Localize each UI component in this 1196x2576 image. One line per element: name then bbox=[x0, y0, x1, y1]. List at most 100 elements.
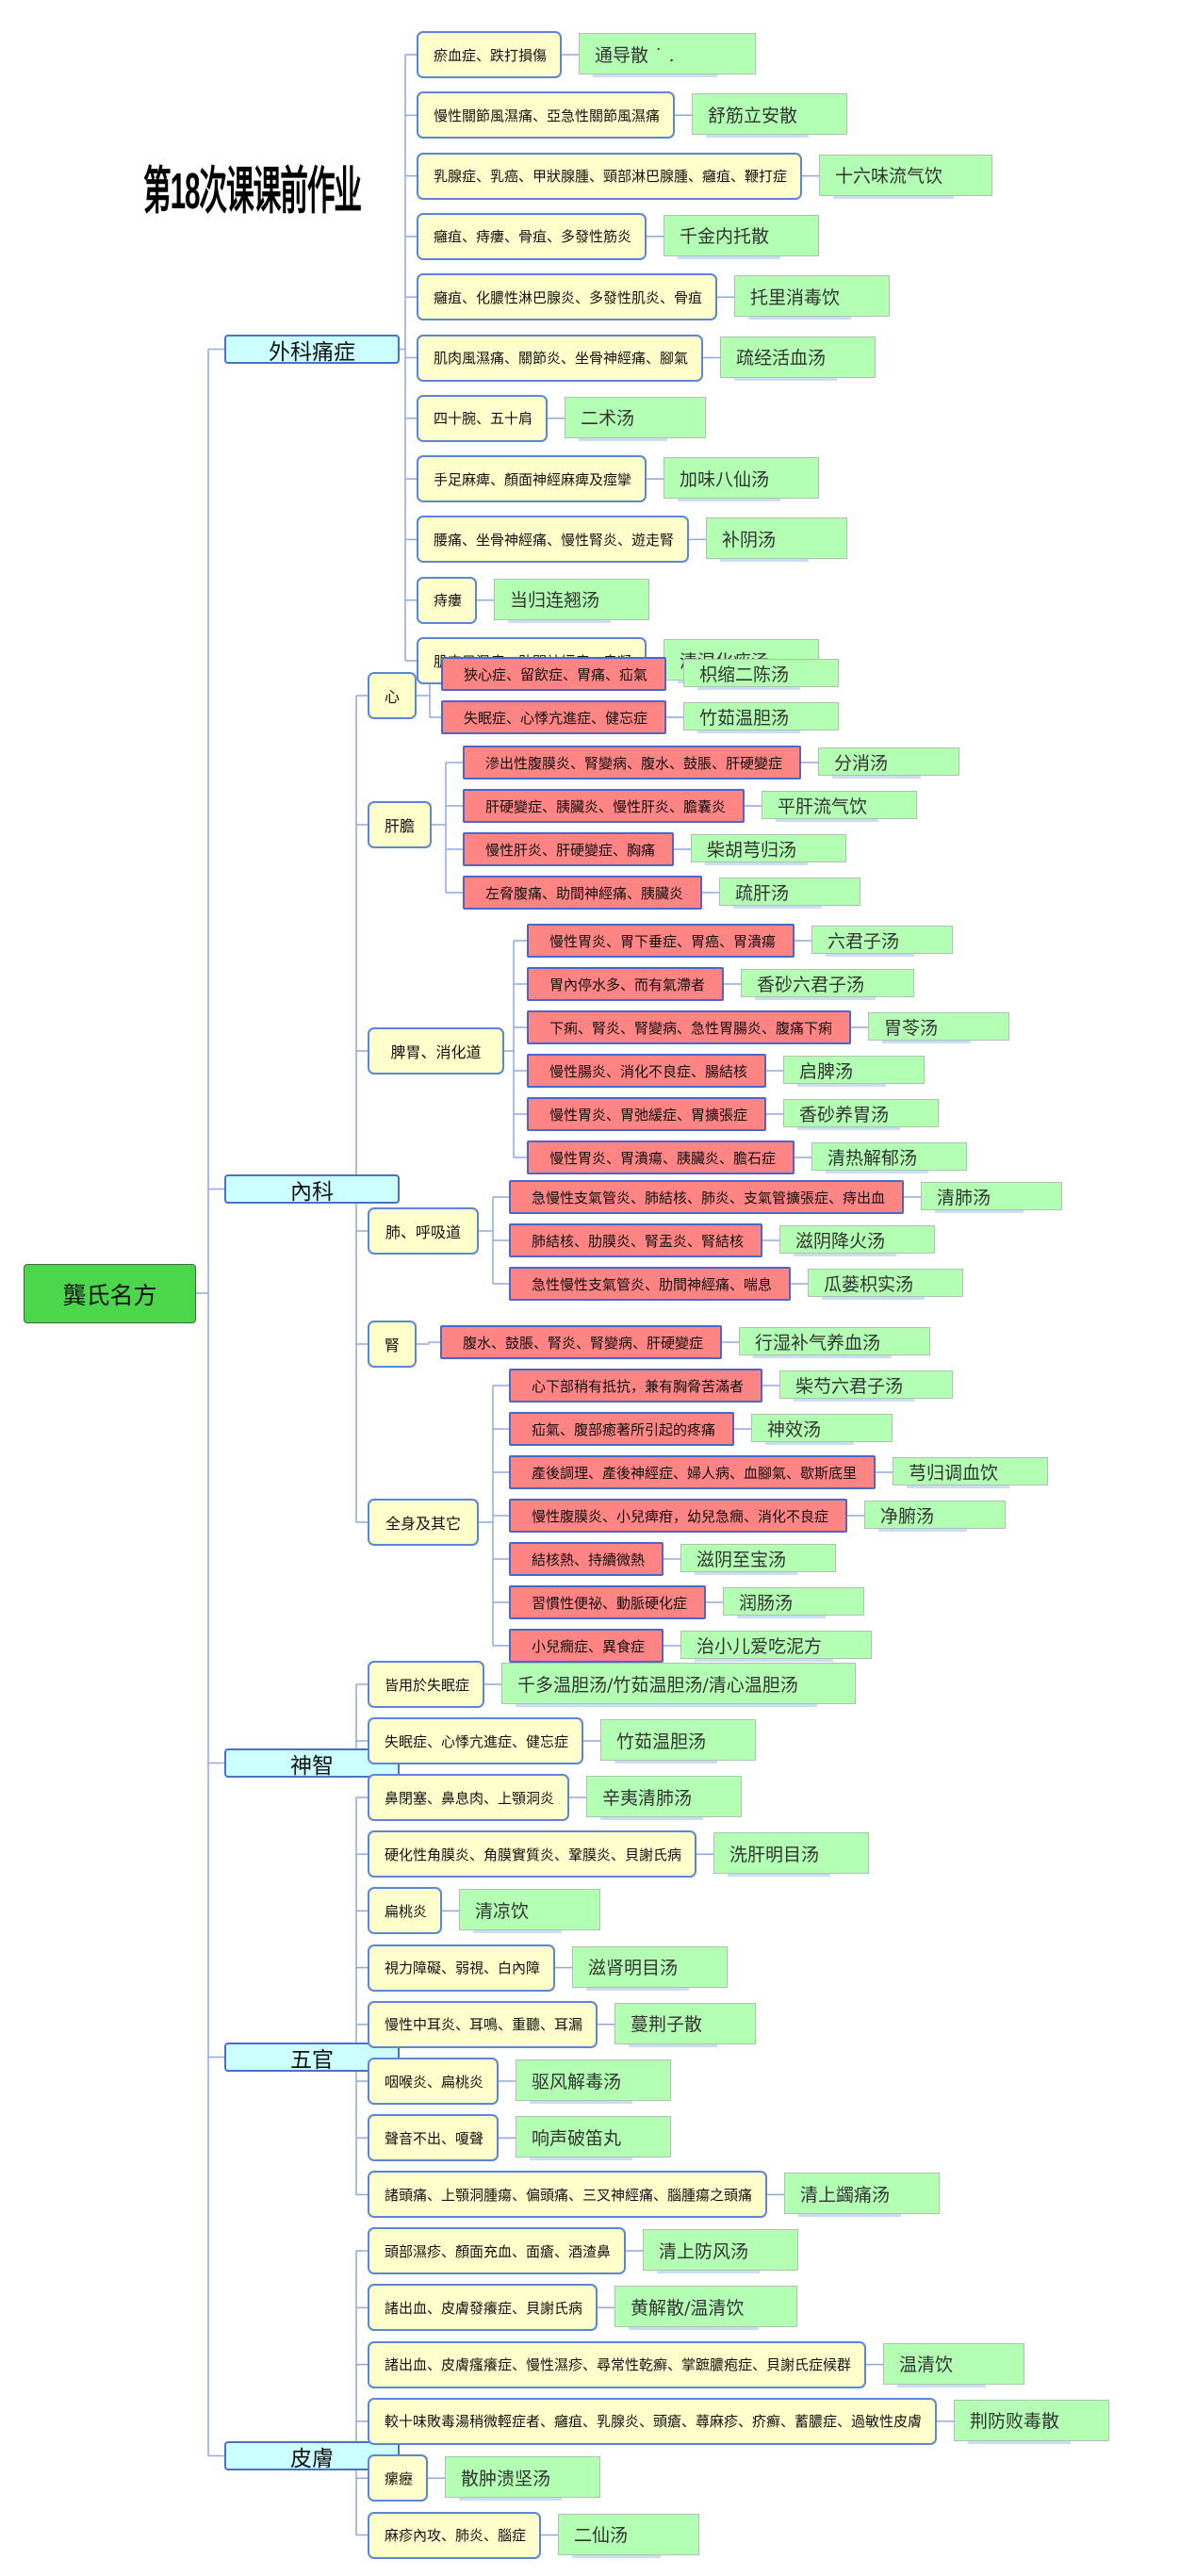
formula-node[interactable]: 洗肝明目汤 bbox=[713, 1832, 869, 1878]
formula-node[interactable]: 响声破笛丸 bbox=[516, 2116, 671, 2161]
symptom-node-highlight[interactable]: 左脅腹痛、助間神經痛、胰臟炎 bbox=[463, 876, 702, 910]
formula-node[interactable]: 驱风解毒汤 bbox=[516, 2059, 671, 2104]
symptom-node-highlight[interactable]: 滲出性腹膜炎、腎變病、腹水、鼓脹、肝硬變症 bbox=[463, 746, 801, 779]
symptom-node[interactable]: 瘰癧 bbox=[368, 2454, 428, 2502]
symptom-node[interactable]: 腰痛、坐骨神經痛、慢性腎炎、遊走腎 bbox=[417, 516, 689, 564]
symptom-node[interactable]: 慢性關節風濕痛、亞急性關節風濕痛 bbox=[417, 91, 675, 139]
formula-node[interactable]: 清上蠲痛汤 bbox=[784, 2173, 940, 2218]
symptom-node[interactable]: 較十味敗毒湯稍微輕症者、癰疽、乳腺炎、頭瘡、蕁麻疹、疥癬、蓄膿症、過敏性皮膚 bbox=[368, 2397, 937, 2445]
symptom-node-highlight[interactable]: 胃內停水多、而有氣滯者 bbox=[527, 967, 724, 1001]
formula-node[interactable]: 清凉饮 bbox=[459, 1889, 600, 1934]
symptom-node-highlight[interactable]: 慢性腹膜炎、小兒痺疳，幼兒急癇、消化不良症 bbox=[509, 1499, 847, 1533]
symptom-node[interactable]: 肌肉風濕痛、關節炎、坐骨神經痛、腳氣 bbox=[417, 334, 703, 382]
symptom-node[interactable]: 痔瘻 bbox=[417, 576, 477, 624]
formula-node[interactable]: 胃苓汤 bbox=[868, 1012, 1009, 1043]
group-node[interactable]: 脾胃、消化道 bbox=[368, 1027, 504, 1075]
formula-node[interactable]: 平肝流气饮 bbox=[762, 791, 917, 822]
formula-node[interactable]: 二仙汤 bbox=[558, 2513, 699, 2558]
symptom-node[interactable]: 鼻閉塞、鼻息肉、上顎洞炎 bbox=[368, 1774, 569, 1821]
symptom-node-highlight[interactable]: 失眠症、心悸亢進症、健忘症 bbox=[441, 700, 666, 734]
formula-node[interactable]: 柴胡芎归汤 bbox=[691, 834, 846, 865]
formula-node[interactable]: 清肺汤 bbox=[921, 1182, 1062, 1213]
category-node[interactable]: 外科痛症 bbox=[224, 335, 400, 365]
formula-node[interactable]: 分消汤 bbox=[818, 747, 959, 779]
formula-node[interactable]: 枳缩二陈汤 bbox=[683, 659, 839, 690]
formula-node[interactable]: 治小儿爱吃泥方 bbox=[680, 1631, 872, 1662]
formula-node[interactable]: 神效汤 bbox=[751, 1414, 893, 1445]
group-node[interactable]: 肺、呼吸道 bbox=[368, 1207, 479, 1255]
formula-node[interactable]: 行湿补气养血汤 bbox=[739, 1327, 930, 1358]
formula-node[interactable]: 竹茹温胆汤 bbox=[683, 702, 839, 733]
formula-node[interactable]: 滋阴至宝汤 bbox=[680, 1544, 836, 1575]
symptom-node[interactable]: 手足麻痺、顏面神經麻痺及痙攣 bbox=[417, 455, 647, 503]
symptom-node-highlight[interactable]: 慢性腸炎、消化不良症、腸結核 bbox=[527, 1054, 766, 1088]
formula-node[interactable]: 清热解郁汤 bbox=[811, 1142, 967, 1173]
formula-node[interactable]: 滋肾明目汤 bbox=[572, 1945, 728, 1991]
symptom-node-highlight[interactable]: 肺結核、肋膜炎、腎盂炎、腎結核 bbox=[509, 1223, 762, 1257]
symptom-node-highlight[interactable]: 慢性胃炎、胃潰瘍、胰臟炎、膽石症 bbox=[527, 1140, 795, 1174]
symptom-node[interactable]: 硬化性角膜炎、角膜實質炎、鞏膜炎、貝謝氏病 bbox=[368, 1830, 696, 1879]
formula-node[interactable]: 散肿溃坚汤 bbox=[445, 2456, 600, 2502]
symptom-node[interactable]: 瘀血症、跌打損傷 bbox=[417, 31, 562, 78]
formula-node[interactable]: 当归连翘汤 bbox=[494, 578, 649, 623]
symptom-node[interactable]: 頭部濕疹、顏面充血、面瘡、酒渣鼻 bbox=[368, 2227, 626, 2274]
symptom-node[interactable]: 癰疽、化膿性淋巴腺炎、多發性肌炎、骨疽 bbox=[417, 273, 717, 321]
symptom-node-highlight[interactable]: 慢性肝炎、肝硬變症、胸痛 bbox=[463, 832, 674, 866]
formula-node[interactable]: 十六味流气饮 bbox=[819, 154, 992, 199]
symptom-node[interactable]: 皆用於失眠症 bbox=[368, 1661, 484, 1708]
formula-node[interactable]: 滋阴降火汤 bbox=[779, 1225, 935, 1256]
symptom-node-highlight[interactable]: 下痢、腎炎、腎變病、急性胃腸炎、腹痛下痢 bbox=[527, 1010, 851, 1044]
symptom-node[interactable]: 諸出血、皮膚瘙癢症、慢性濕疹、尋常性乾癬、掌蹠膿疱症、貝謝氏症候群 bbox=[368, 2340, 866, 2388]
symptom-node-highlight[interactable]: 急性慢性支氣管炎、肋間神經痛、喘息 bbox=[509, 1267, 791, 1301]
formula-node[interactable]: 蔓荆子散 bbox=[614, 2002, 756, 2047]
formula-node[interactable]: 瓜蒌枳实汤 bbox=[808, 1269, 963, 1300]
symptom-node[interactable]: 諸頭痛、上顎洞腫瘍、偏頭痛、三叉神經痛、腦腫瘍之頭痛 bbox=[368, 2171, 767, 2219]
symptom-node[interactable]: 咽喉炎、扁桃炎 bbox=[368, 2058, 499, 2105]
formula-node[interactable]: 千金内托散 bbox=[664, 214, 819, 259]
group-node[interactable]: 心 bbox=[368, 672, 417, 719]
formula-node[interactable]: 通导散 ˙ . bbox=[579, 33, 756, 77]
symptom-node-highlight[interactable]: 腹水、鼓脹、腎炎、腎變病、肝硬變症 bbox=[440, 1325, 722, 1359]
formula-node[interactable]: 温清饮 bbox=[883, 2342, 1024, 2387]
symptom-node[interactable]: 慢性中耳炎、耳鳴、重聽、耳漏 bbox=[368, 2000, 598, 2048]
symptom-node[interactable]: 諸出血、皮膚發癢症、貝謝氏病 bbox=[368, 2284, 598, 2332]
symptom-node-highlight[interactable]: 結核熱、持續微熱 bbox=[509, 1542, 664, 1576]
formula-node[interactable]: 净腑汤 bbox=[864, 1501, 1006, 1532]
symptom-node[interactable]: 乳腺症、乳癌、甲狀腺腫、頸部淋巴腺腫、癰疽、鞭打症 bbox=[417, 152, 802, 200]
symptom-node[interactable]: 聲音不出、嗄聲 bbox=[368, 2114, 499, 2162]
symptom-node[interactable]: 癰疽、痔瘻、骨疽、多發性筋炎 bbox=[417, 212, 647, 260]
formula-node[interactable]: 荆防败毒散 bbox=[954, 2399, 1109, 2444]
symptom-node-highlight[interactable]: 習慣性便祕、動脈硬化症 bbox=[509, 1585, 706, 1619]
group-node[interactable]: 肝膽 bbox=[368, 801, 432, 848]
symptom-node[interactable]: 四十腕、五十肩 bbox=[417, 394, 548, 442]
formula-node[interactable]: 启脾汤 bbox=[783, 1056, 925, 1087]
formula-node[interactable]: 香砂六君子汤 bbox=[741, 969, 914, 1000]
symptom-node-highlight[interactable]: 慢性胃炎、胃下垂症、胃癌、胃潰瘍 bbox=[527, 924, 795, 958]
formula-node[interactable]: 黄解散/温清饮 bbox=[614, 2286, 797, 2331]
root-node[interactable]: 龔氏名方 bbox=[24, 1264, 196, 1323]
formula-node[interactable]: 补阴汤 bbox=[706, 517, 847, 563]
symptom-node-highlight[interactable]: 慢性胃炎、胃弛緩症、胃擴張症 bbox=[527, 1097, 766, 1131]
formula-node[interactable]: 千多温胆汤/竹茹温胆汤/清心温胆汤 bbox=[501, 1663, 856, 1707]
symptom-node-highlight[interactable]: 疝氣、腹部癒著所引起的疼痛 bbox=[509, 1412, 734, 1446]
formula-node[interactable]: 托里消毒饮 bbox=[734, 275, 890, 320]
category-node[interactable]: 內科 bbox=[224, 1174, 400, 1205]
formula-node[interactable]: 清上防风汤 bbox=[643, 2229, 798, 2273]
symptom-node[interactable]: 失眠症、心悸亢進症、健忘症 bbox=[368, 1717, 583, 1764]
formula-node[interactable]: 香砂养胃汤 bbox=[783, 1099, 939, 1130]
symptom-node-highlight[interactable]: 急慢性支氣管炎、肺結核、肺炎、支氣管擴張症、痔出血 bbox=[509, 1180, 904, 1214]
symptom-node-highlight[interactable]: 肝硬變症、胰臟炎、慢性肝炎、膽囊炎 bbox=[463, 789, 745, 823]
group-node[interactable]: 腎 bbox=[368, 1321, 417, 1368]
formula-node[interactable]: 加味八仙汤 bbox=[664, 457, 819, 502]
formula-node[interactable]: 二术汤 bbox=[565, 396, 706, 441]
symptom-node-highlight[interactable]: 狹心症、留飲症、胃痛、疝氣 bbox=[441, 657, 666, 691]
formula-node[interactable]: 芎归调血饮 bbox=[893, 1457, 1048, 1488]
formula-node[interactable]: 柴芍六君子汤 bbox=[779, 1370, 953, 1402]
symptom-node[interactable]: 扁桃炎 bbox=[368, 1887, 442, 1935]
group-node[interactable]: 全身及其它 bbox=[368, 1499, 479, 1546]
formula-node[interactable]: 疏经活血汤 bbox=[720, 336, 876, 381]
formula-node[interactable]: 六君子汤 bbox=[811, 926, 953, 957]
symptom-node[interactable]: 麻疹內攻、肺炎、腦症 bbox=[368, 2511, 541, 2559]
formula-node[interactable]: 疏肝汤 bbox=[719, 878, 860, 909]
symptom-node-highlight[interactable]: 心下部稍有抵抗，兼有胸脅苦滿者 bbox=[509, 1369, 762, 1403]
